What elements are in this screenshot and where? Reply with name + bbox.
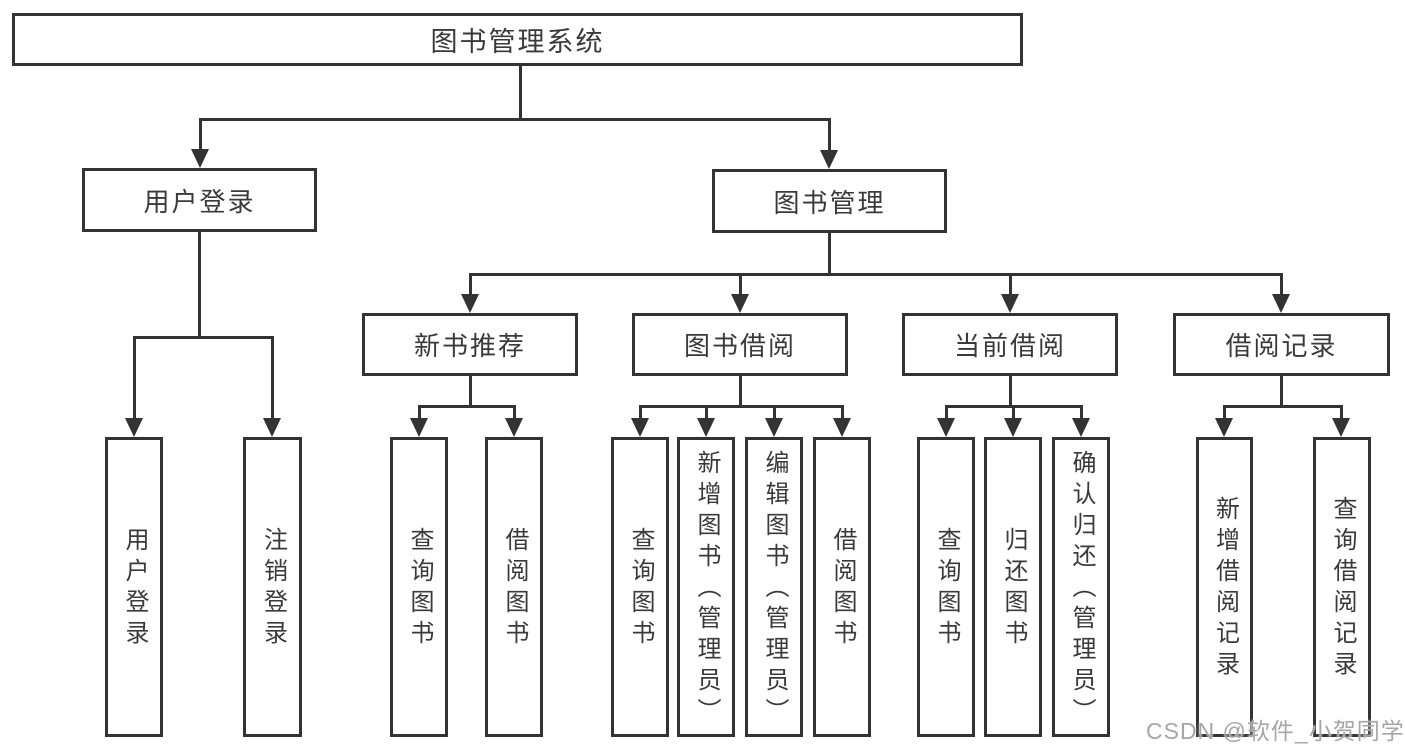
node-book-management: 图书管理: [712, 169, 947, 233]
arrow-to-user-login: [191, 118, 209, 168]
node-add-book-admin: 新增图书（管理员）: [677, 437, 735, 737]
connector-book-borrow-stub: [739, 376, 742, 407]
node-user-login-leaf: 用户登录: [105, 437, 163, 737]
connector-root-stub: [519, 66, 522, 120]
connector-new-book-stub: [469, 376, 472, 407]
connector-book-borrow-horizontal: [640, 405, 842, 408]
arrow-to-borrow-records: [1272, 273, 1290, 313]
connector-new-book-horizontal: [419, 405, 515, 408]
arrow-to-current-borrow: [1001, 273, 1019, 313]
arrow-to-borrow-books-2: [833, 405, 851, 437]
connector-current-borrow-stub: [1009, 376, 1012, 407]
connector-level3-horizontal: [469, 273, 1283, 276]
arrow-to-query-books-3: [937, 405, 955, 437]
csdn-watermark: CSDN @软件_小贺同学: [1146, 718, 1405, 744]
arrow-to-confirm-return-admin: [1072, 405, 1090, 437]
arrow-to-book-management: [820, 118, 838, 169]
arrow-to-query-books-1: [410, 405, 428, 437]
arrow-to-borrow-books-1: [505, 405, 523, 437]
arrow-to-logout-leaf: [263, 336, 281, 437]
connector-borrow-records-horizontal: [1224, 405, 1341, 408]
node-query-borrow-record: 查询借阅记录: [1313, 437, 1371, 737]
node-query-books-3: 查询图书: [917, 437, 975, 737]
connector-level2-horizontal: [199, 118, 831, 121]
arrow-to-user-login-leaf: [125, 336, 143, 437]
connector-user-login-stub: [198, 232, 201, 338]
node-new-book-recommend: 新书推荐: [362, 313, 578, 376]
node-current-borrow: 当前借阅: [902, 313, 1118, 376]
connector-book-mgmt-stub: [828, 233, 831, 275]
arrow-to-query-borrow-record: [1332, 405, 1350, 437]
node-query-books-1: 查询图书: [390, 437, 448, 737]
arrow-to-edit-book-admin: [765, 405, 783, 437]
node-add-borrow-record: 新增借阅记录: [1196, 437, 1253, 737]
node-borrow-books-1: 借阅图书: [485, 437, 543, 737]
connector-user-login-horizontal: [133, 336, 274, 339]
arrow-to-query-books-2: [631, 405, 649, 437]
arrow-to-book-borrow: [731, 273, 749, 313]
node-borrow-records: 借阅记录: [1173, 313, 1390, 376]
node-user-login: 用户登录: [82, 168, 317, 232]
node-confirm-return-admin: 确认归还（管理员）: [1052, 437, 1110, 737]
node-book-borrow: 图书借阅: [632, 313, 848, 376]
arrow-to-return-book: [1004, 405, 1022, 437]
arrow-to-add-book-admin: [697, 405, 715, 437]
node-edit-book-admin: 编辑图书（管理员）: [745, 437, 803, 737]
connector-borrow-records-stub: [1280, 376, 1283, 407]
node-logout-leaf: 注销登录: [243, 437, 302, 737]
node-borrow-books-2: 借阅图书: [813, 437, 871, 737]
node-query-books-2: 查询图书: [611, 437, 669, 737]
arrow-to-add-borrow-record: [1215, 405, 1233, 437]
node-return-book: 归还图书: [984, 437, 1042, 737]
node-root: 图书管理系统: [12, 13, 1023, 66]
arrow-to-new-book-recommend: [461, 273, 479, 313]
